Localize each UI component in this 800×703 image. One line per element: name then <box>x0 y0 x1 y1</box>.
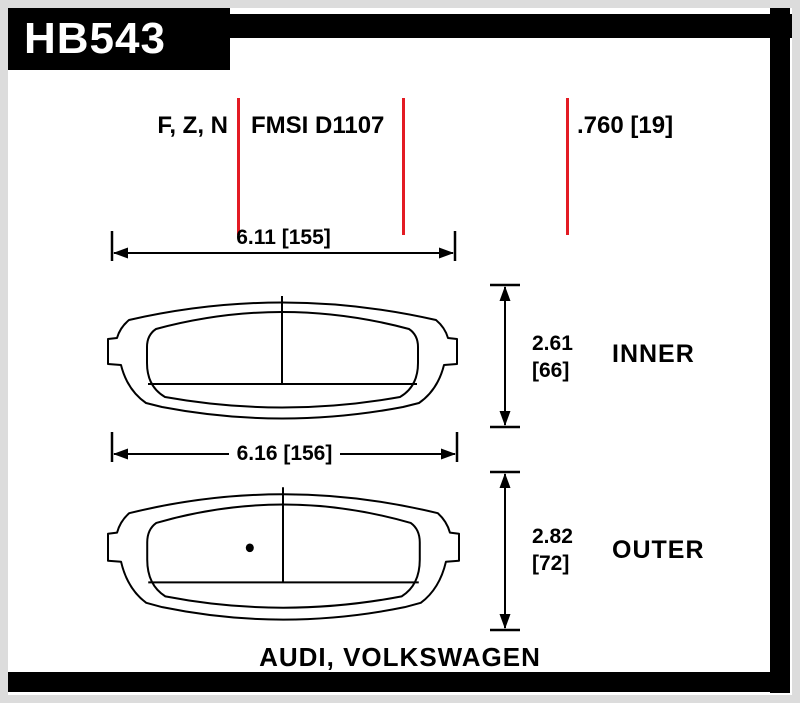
sensor-mark <box>245 543 254 553</box>
outer-pad-drawing <box>107 470 460 632</box>
vehicles-label: AUDI, VOLKSWAGEN <box>259 642 541 672</box>
thickness-text: .760 [19] <box>577 112 674 139</box>
outer-width-value: 6.16 [156] <box>110 441 459 467</box>
right-bar <box>770 8 790 693</box>
outer-height-arrow <box>490 470 520 632</box>
inner-label: INNER <box>612 340 695 368</box>
inner-pad-drawing <box>107 280 458 430</box>
outer-label: OUTER <box>612 536 705 564</box>
inner-height-arrow <box>490 283 520 429</box>
inner-height-value: 2.61 [66] <box>532 330 573 384</box>
outer-height-value: 2.82 [72] <box>532 523 573 577</box>
outer-width-text: 6.16 [156] <box>228 442 341 465</box>
outer-height-inches: 2.82 <box>532 525 573 548</box>
part-number: HB543 <box>24 14 166 63</box>
compounds-text: F, Z, N <box>157 112 228 139</box>
outer-height-mm: [72] <box>532 552 570 575</box>
inner-height-mm: [66] <box>532 359 570 382</box>
inner-height-inches: 2.61 <box>532 332 573 355</box>
canvas: HB543 F, Z, N FMSI D1107 .760 [19] 6.11 … <box>8 8 792 695</box>
fmsi-text: FMSI D1107 <box>251 112 385 139</box>
red-divider-1 <box>237 98 240 235</box>
inner-width-arrow <box>110 231 457 261</box>
inner-width-value: 6.11 [155] <box>236 226 331 249</box>
red-divider-3 <box>566 98 569 235</box>
part-number-box: HB543 <box>8 8 230 70</box>
red-divider-2 <box>402 98 405 235</box>
bottom-bar <box>8 672 790 692</box>
